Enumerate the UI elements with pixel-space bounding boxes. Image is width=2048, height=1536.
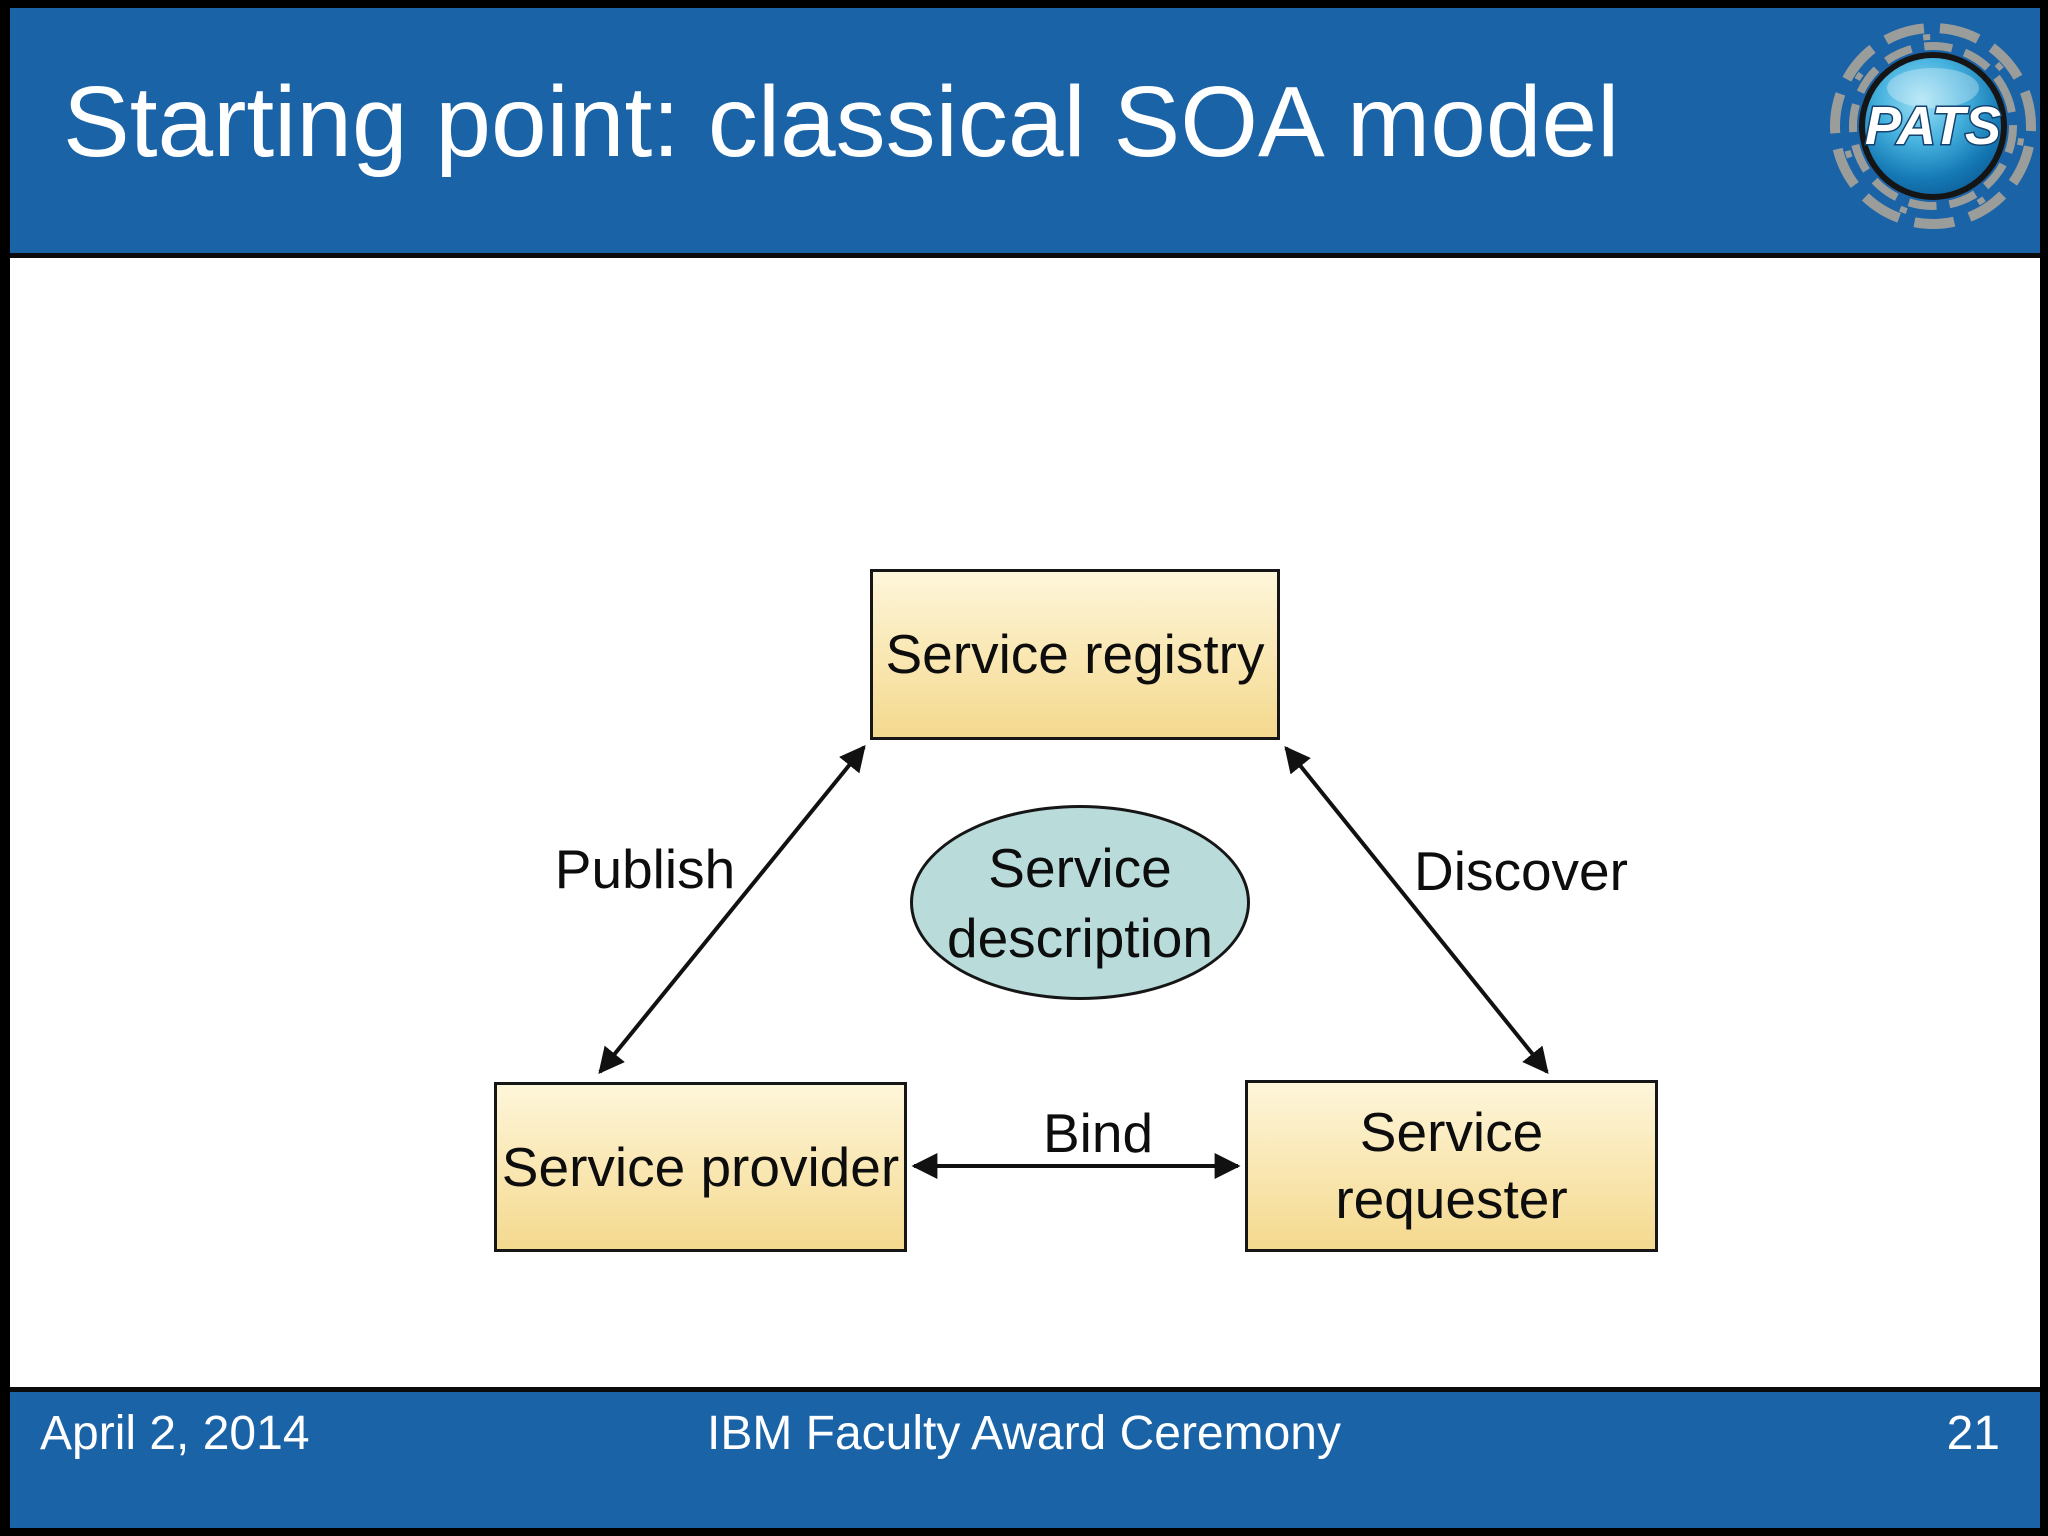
publish-label: Publish [554, 838, 736, 900]
node-service-provider: Service provider [494, 1082, 907, 1252]
pats-logo-graphic: PATS [1830, 23, 2036, 229]
node-service-requester-line2: requester [1335, 1168, 1568, 1230]
logo-text: PATS [1865, 96, 2001, 156]
node-service-registry-label: Service registry [885, 623, 1265, 685]
service-description-line2: description [947, 906, 1213, 969]
node-service-requester-line1: Service [1359, 1101, 1544, 1163]
discover-label: Discover [1414, 840, 1628, 902]
footer-bar [10, 1387, 2040, 1528]
node-service-requester: Service requester [1245, 1080, 1658, 1252]
service-description-ellipse: Service description [910, 805, 1250, 1000]
node-service-provider-label: Service provider [501, 1135, 900, 1198]
pats-logo: PATS [1827, 16, 2039, 236]
page-title: Starting point: classical SOA model [63, 66, 1620, 178]
publish-arrow [598, 744, 866, 1075]
logo-inner-ring [1849, 42, 2017, 210]
slide-background [10, 8, 2040, 1528]
service-description-line1: Service [988, 836, 1172, 899]
page-number: 21 [1946, 1407, 2000, 1460]
bind-label: Bind [1042, 1102, 1154, 1164]
logo-sphere [1859, 52, 2007, 200]
node-service-registry: Service registry [870, 569, 1280, 740]
header-bar [10, 8, 2040, 258]
discover-arrow [1284, 745, 1549, 1075]
logo-sphere-highlight [1887, 68, 1979, 108]
footer-date: April 2, 2014 [40, 1407, 310, 1460]
footer-center-text: IBM Faculty Award Ceremony [706, 1407, 1341, 1460]
